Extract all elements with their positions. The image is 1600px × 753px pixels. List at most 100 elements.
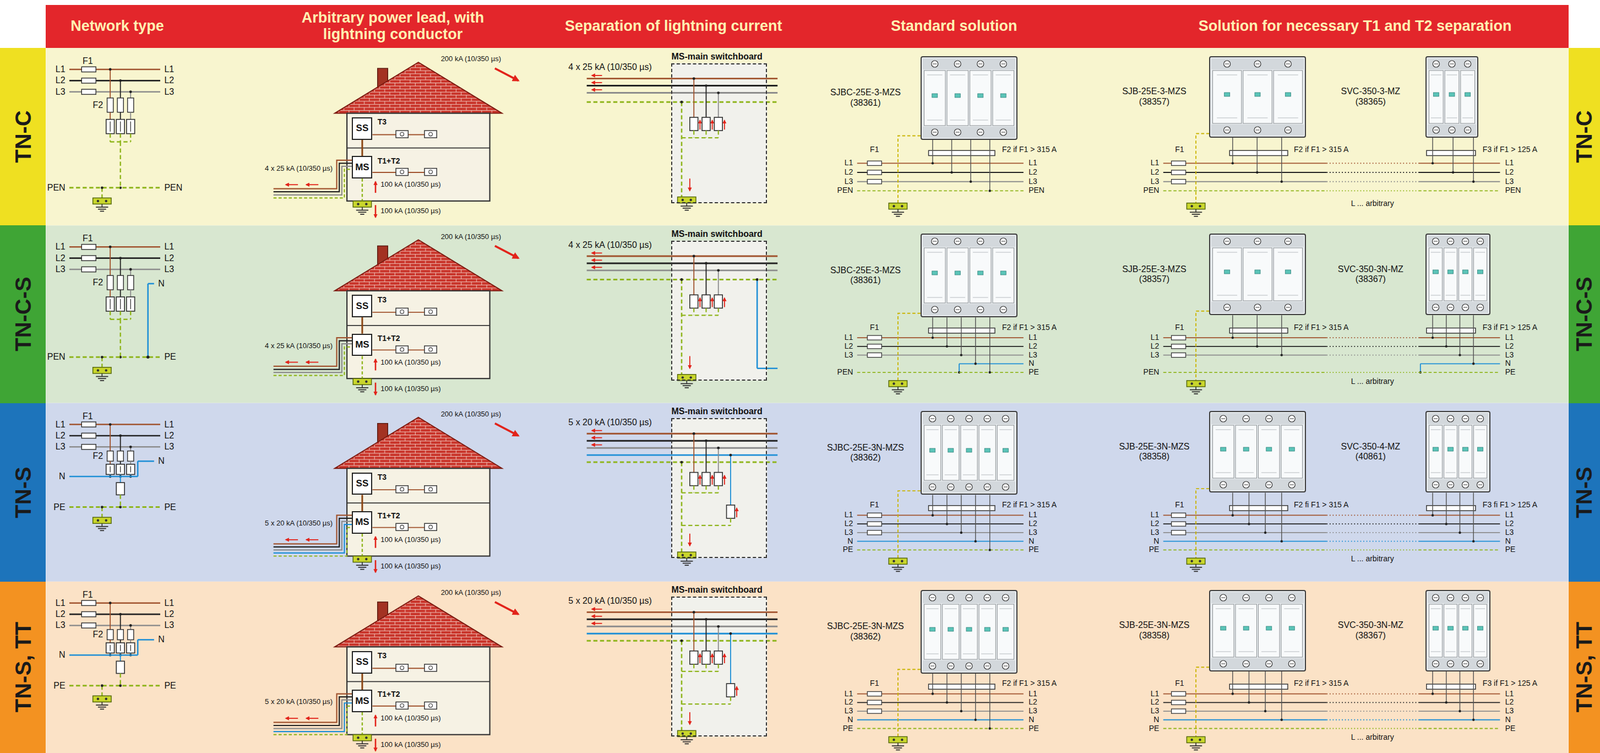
fuse-symbol — [81, 89, 96, 95]
junction-dot — [931, 336, 934, 339]
column-heading: Separation of lightning current — [564, 18, 783, 35]
module-body — [1459, 247, 1473, 301]
diagram-label: L3 — [164, 86, 174, 97]
diagram-label: L2 — [1505, 698, 1515, 707]
terminal-strip — [922, 235, 1016, 247]
junction-dot — [1247, 522, 1250, 525]
diagram-label: 100 kA (10/350 µs) — [380, 384, 441, 393]
wire-line — [101, 685, 103, 696]
terminal-screw — [999, 60, 1007, 68]
device-lead — [989, 139, 990, 192]
earth-symbol — [100, 210, 105, 212]
terminal-strip — [1427, 235, 1489, 247]
earth-bar — [93, 695, 112, 702]
status-window — [1433, 92, 1440, 97]
wire-line — [109, 424, 111, 451]
screw-slot — [978, 309, 983, 310]
current-arrow — [591, 74, 603, 76]
screw-slot — [1290, 418, 1294, 419]
diagram-label: F1 — [1174, 678, 1184, 688]
current-arrow — [699, 120, 701, 130]
box-label: MS — [355, 161, 370, 173]
device-lead — [1281, 137, 1282, 182]
earth-bar-dot — [1198, 738, 1201, 741]
wire-line — [586, 611, 778, 613]
wire-line — [109, 460, 111, 465]
terminal-screw — [1285, 60, 1292, 68]
module-body — [1460, 70, 1476, 124]
module-marking — [972, 74, 989, 121]
row-band — [45, 225, 1569, 403]
current-arrow — [591, 437, 603, 439]
wire-line — [109, 69, 111, 99]
diagram-label: T3 — [377, 472, 387, 482]
box-label: SS — [356, 300, 369, 312]
fuse-symbol — [127, 275, 134, 290]
diagram-label: F1 — [1174, 145, 1184, 155]
terminal-screw — [931, 60, 939, 68]
box-label: SS — [356, 656, 369, 668]
header-band: Network typeArbitrary power lead, with l… — [45, 4, 1569, 48]
diagram-label: PEN — [837, 367, 854, 377]
wire-line — [109, 639, 111, 643]
terminal-screw — [1477, 481, 1484, 488]
junction-dot — [704, 84, 708, 87]
junction-dot — [1264, 531, 1267, 534]
network-type-bar: TN-S — [1568, 403, 1600, 582]
junction-dot — [118, 683, 122, 687]
diagram-label: PE — [1505, 367, 1516, 377]
diagram-label: L3 — [1150, 350, 1160, 359]
current-arrow — [285, 539, 298, 541]
screw-slot — [1286, 63, 1291, 64]
wire-line — [681, 137, 719, 139]
module-body — [997, 603, 1014, 660]
module-body — [992, 247, 1015, 303]
junction-dot — [1431, 692, 1434, 695]
screw-slot — [1448, 484, 1453, 486]
current-arrow — [374, 181, 377, 193]
screw-slot — [1001, 309, 1006, 310]
surge-arrester-symbol — [714, 650, 723, 665]
terminal-screw — [1432, 481, 1440, 488]
screw-slot — [1255, 63, 1260, 64]
surge-arrester-symbol — [126, 642, 135, 653]
device-frame — [921, 590, 1017, 673]
junction-dot — [692, 77, 696, 80]
fuse-symbol — [1171, 699, 1186, 705]
current-arrow — [591, 622, 603, 624]
junction-dot — [974, 718, 977, 721]
wire-line — [129, 460, 132, 465]
junction-dot — [729, 632, 733, 635]
column-heading: Solution for necessary T1 and T2 separat… — [1198, 18, 1512, 35]
terminal-strip — [1211, 235, 1304, 247]
status-window — [1224, 269, 1231, 274]
earth-bar-dot — [105, 368, 108, 372]
module-body — [923, 603, 941, 660]
junction-dot — [1231, 336, 1234, 339]
floor-line — [346, 324, 490, 326]
wire-line — [109, 246, 111, 276]
terminal-screw — [947, 415, 955, 422]
module-marking — [1238, 608, 1255, 652]
diagram-label: L2 — [1505, 167, 1515, 177]
junction-dot — [1231, 692, 1234, 695]
fuse-symbol — [117, 450, 124, 462]
screw-slot — [985, 486, 990, 488]
switchboard-outline — [671, 240, 767, 381]
diagram-label: F2 fi F1 > 315 A — [1293, 500, 1349, 509]
earth-bar-dot — [689, 376, 692, 379]
screw-slot — [1434, 63, 1439, 64]
fuse-symbol — [81, 66, 96, 72]
switchboard-box: MS — [351, 333, 373, 357]
wire-line — [1418, 336, 1500, 339]
module-body — [923, 247, 946, 303]
module-marking — [1215, 429, 1232, 473]
terminal-screw — [1243, 415, 1250, 422]
screw-slot — [978, 63, 983, 64]
terminal-screw — [1288, 594, 1296, 601]
device-graphic — [1209, 589, 1306, 672]
module-marking — [962, 608, 976, 654]
fuse-symbol — [1171, 170, 1186, 175]
device-lead — [1459, 492, 1461, 532]
diagram-label: PE — [164, 352, 176, 363]
